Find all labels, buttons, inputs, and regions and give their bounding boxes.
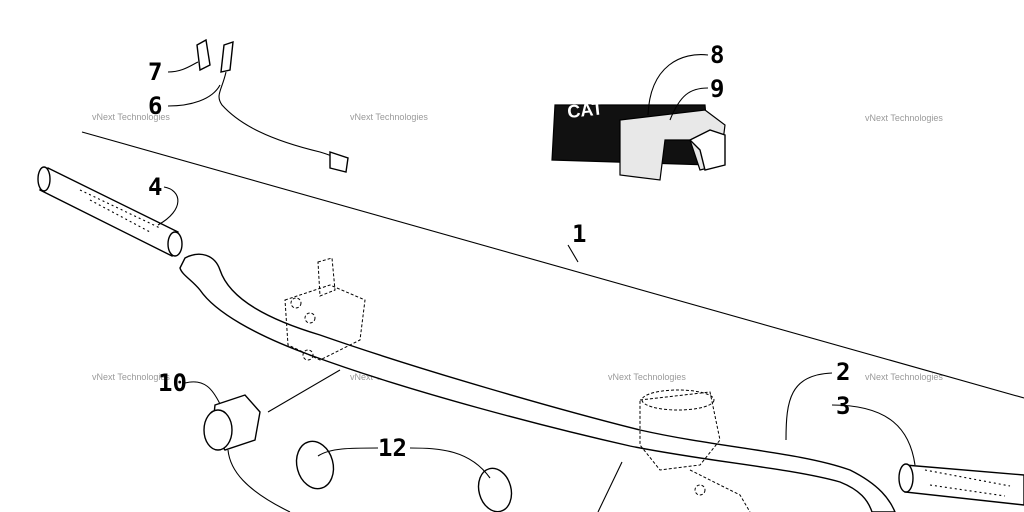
handlebar-pad: CAT: [551, 98, 726, 181]
leader-lines: [157, 54, 916, 512]
brake-master-cylinder: [639, 389, 751, 512]
watermark-2: vNext Technologies: [350, 112, 428, 122]
callout-4: 4: [148, 173, 162, 201]
callout-2: 2: [836, 358, 850, 386]
left-grip: [37, 166, 183, 258]
callout-10: 10: [158, 369, 187, 397]
watermarks: vNext Technologies vNext Technologies vN…: [92, 112, 943, 382]
callout-1: 1: [572, 220, 586, 248]
watermark-6: vNext Technologies: [608, 372, 686, 382]
callout-3: 3: [836, 392, 850, 420]
callout-7: 7: [148, 58, 162, 86]
callout-9: 9: [710, 75, 724, 103]
watermark-1: vNext Technologies: [92, 112, 170, 122]
callouts: 1 2 3 4 6 7 8 9 10 12: [148, 41, 850, 462]
callout-6: 6: [148, 92, 162, 120]
clamp-switch: [203, 394, 291, 512]
watermark-4: vNext Technologies: [92, 372, 170, 382]
callout-12: 12: [378, 434, 407, 462]
wire-harness: [196, 38, 349, 173]
handlebar: [179, 253, 896, 512]
pad-logo: CAT: [566, 98, 604, 122]
callout-8: 8: [710, 41, 724, 69]
switch-housing: [284, 257, 366, 361]
right-grip: [898, 463, 1024, 506]
watermark-7: vNext Technologies: [865, 372, 943, 382]
centerline: [81, 131, 1024, 399]
watermark-3: vNext Technologies: [865, 113, 943, 123]
